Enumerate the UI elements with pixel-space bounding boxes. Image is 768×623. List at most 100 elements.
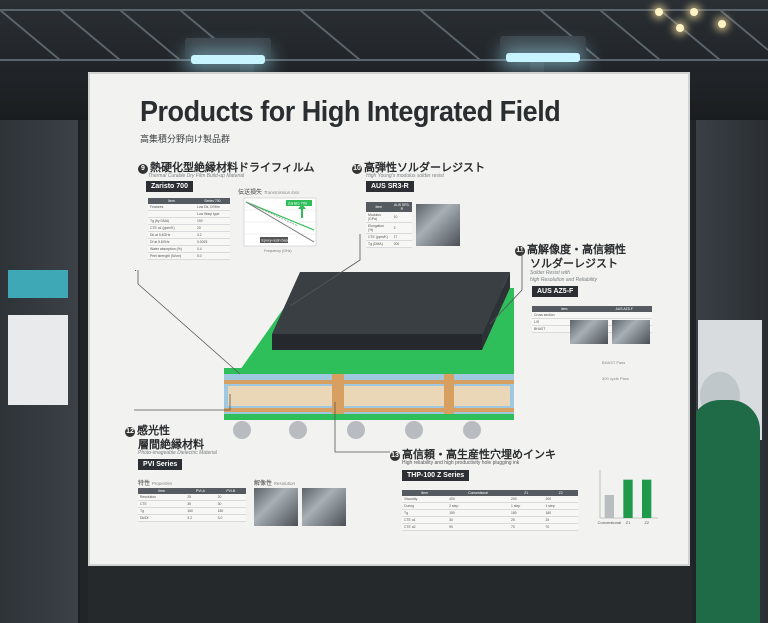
spot-light xyxy=(690,8,698,16)
thp-header: Item xyxy=(402,490,448,496)
stand-post xyxy=(80,120,92,623)
table-cell: 180 xyxy=(509,509,544,517)
section-10-badge: AUS SR3-R xyxy=(366,181,414,192)
table-cell: 1 step xyxy=(509,502,544,510)
table-row: Cross section xyxy=(532,312,652,319)
table-cell: 180 xyxy=(543,509,578,517)
table-cell: 70 xyxy=(543,523,578,531)
substrate-illustration xyxy=(224,272,514,439)
table-cell: 25 xyxy=(185,494,216,501)
thp-header: Conventional xyxy=(447,490,510,496)
solder-ball xyxy=(233,421,251,439)
bar-conventional xyxy=(604,495,614,518)
table-cell: 3.2 xyxy=(194,231,230,239)
table-row: Tg (by DMA)190 xyxy=(148,217,230,225)
table-row: Peel strength (N/cm)5.0 xyxy=(148,252,230,260)
tick-label: Z1 xyxy=(626,520,631,525)
neighbor-booth-left xyxy=(0,120,78,623)
az5f-note-1: BHAST Pass xyxy=(602,360,626,365)
table-cell: 180 xyxy=(215,507,246,515)
az5f-photo-2 xyxy=(612,320,650,344)
tick-label: Z2 xyxy=(644,520,649,525)
spot-light xyxy=(676,24,684,32)
svg-text:Frequency (GHz): Frequency (GHz) xyxy=(264,249,292,253)
stand-post xyxy=(686,120,696,623)
table-cell: 0.4 xyxy=(194,245,230,253)
sr3r-header: Item xyxy=(366,202,392,212)
table-cell: 0.0025 xyxy=(194,238,230,246)
chip-top xyxy=(272,272,510,334)
table-cell: 10 xyxy=(391,212,412,223)
table-cell: Water absorption (%) xyxy=(148,245,195,253)
table-cell: 90 xyxy=(447,523,510,531)
pvi-header: PVI-B xyxy=(215,488,246,494)
svg-text:Epoxy-resin base: Epoxy-resin base xyxy=(262,239,290,243)
table-cell: Dk/Df xyxy=(138,514,186,522)
table-cell xyxy=(148,210,195,218)
table-cell: Tg xyxy=(138,507,186,515)
loss-chart-label: 伝送損失 Transmission loss xyxy=(238,190,300,196)
table-cell: 20 xyxy=(194,224,230,232)
loss-line-epoxy xyxy=(245,201,315,243)
table-cell: 70 xyxy=(509,523,544,531)
table-row: CTE α1 (ppm/K)20 xyxy=(148,224,230,232)
sr3r-header: AUS SR3-R xyxy=(391,202,412,212)
stand-base xyxy=(88,566,692,623)
zaristo-header: Item xyxy=(148,198,195,204)
pvi-header: Item xyxy=(138,488,186,494)
table-cell: 190 xyxy=(194,217,230,225)
table-cell: Peel strength (N/cm) xyxy=(148,252,195,260)
table-cell: BHAST xyxy=(532,325,597,333)
table-cell: 160 xyxy=(185,507,216,515)
table-cell: 2 xyxy=(391,222,412,234)
pvi-properties-label: 特性 Properties xyxy=(138,481,173,487)
table-row: Modulus (GPa)10 xyxy=(366,212,412,223)
loss-line-zaristo xyxy=(245,201,315,231)
board-subtitle: 高集積分野向け製品群 xyxy=(140,134,231,144)
table-row: Low Warp type xyxy=(148,210,230,218)
section-11-subtitle-line1: Solder Resist with xyxy=(530,270,571,276)
table-cell: 25 xyxy=(543,516,578,524)
loss-chart: Zaristo 700 Epoxy-resin base Frequency (… xyxy=(243,197,317,253)
pvi-resolution-photo-1 xyxy=(254,488,298,526)
table-cell xyxy=(596,312,652,319)
zaristo-header: Series 700 xyxy=(194,198,230,204)
table-row: Water absorption (%)0.4 xyxy=(148,245,230,253)
thp-header: Z1 xyxy=(509,490,544,496)
table-cell: CTE xyxy=(138,500,186,508)
table-cell: 1 step xyxy=(543,502,578,510)
table-cell: Tg xyxy=(402,509,448,517)
table-cell: 3.0 xyxy=(215,514,246,522)
table-cell: Tg (DMA) xyxy=(366,240,392,248)
table-cell: 200 xyxy=(391,240,412,248)
table-cell: 3.2 xyxy=(185,514,216,522)
section-11-subtitle-line2: high Resolution and Reliability xyxy=(530,277,597,283)
table-cell: 30 xyxy=(215,500,246,508)
board-title: Products for High Integrated Field xyxy=(140,96,561,128)
table-cell: 35 xyxy=(185,500,216,508)
table-cell: CTE α2 xyxy=(402,523,448,531)
svg-text:Zaristo 700: Zaristo 700 xyxy=(288,202,307,206)
board-lamp-left xyxy=(185,38,271,64)
section-12-title-line2: 層間絶縁材料 xyxy=(138,439,204,451)
az5f-header: Item xyxy=(532,306,597,312)
table-row: Elongation (%)2 xyxy=(366,222,412,234)
board-lamp-right xyxy=(500,36,586,62)
leader-lines xyxy=(134,234,523,453)
